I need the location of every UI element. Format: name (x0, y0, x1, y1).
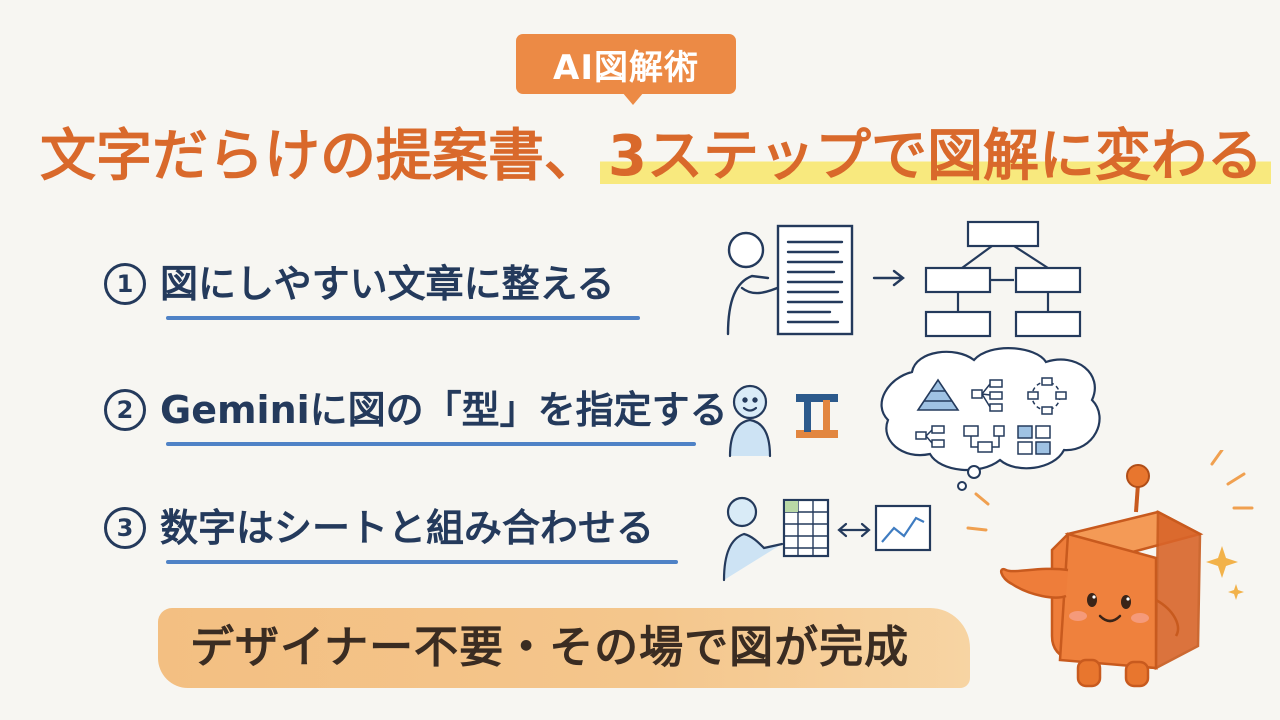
step-2-label: 2 Geminiに図の「型」を指定する (104, 382, 728, 438)
step-3-label: 3 数字はシートと組み合わせる (104, 500, 654, 556)
bidirectional-arrow-icon (837, 522, 871, 538)
category-tag-pointer (622, 92, 644, 105)
line-chart-icon (874, 504, 932, 552)
step-1: 1 図にしやすい文章に整える (104, 256, 704, 320)
person-spreadsheet-icon (722, 496, 830, 582)
step-2-underline (166, 442, 696, 446)
arrow-right-icon (872, 269, 905, 287)
step-2-illustration (728, 347, 1101, 491)
step-3-illustration (722, 496, 932, 582)
person-idea-icon (728, 384, 772, 458)
step-1-label: 1 図にしやすい文章に整える (104, 256, 614, 312)
step-3-underline (166, 560, 678, 564)
orange-cube-robot-mascot-icon (966, 450, 1254, 688)
bottom-banner (158, 608, 970, 688)
flowchart-icon (924, 220, 1082, 338)
page-title: 文字だらけの提案書、3ステップで図解に変わる (40, 112, 1271, 202)
gemini-logo-icon (796, 394, 838, 438)
step-2: 2 Geminiに図の「型」を指定する (104, 382, 728, 446)
title-part-1: 文字だらけの提案書、 (40, 124, 600, 189)
bottom-banner-text: デザイナー不要・その場で図が完成 (190, 622, 910, 673)
person-holding-document-icon (726, 224, 854, 336)
diagram-types-thought-bubble-icon (880, 347, 1101, 491)
title-part-2-highlighted: 3ステップで図解に変わる (600, 124, 1271, 189)
step-1-underline (166, 316, 640, 320)
category-tag: AI図解術 (516, 34, 736, 94)
step-3: 3 数字はシートと組み合わせる (104, 500, 704, 564)
step-2-text: Geminiに図の「型」を指定する (160, 388, 728, 432)
step-1-illustration (726, 220, 1082, 338)
step-1-text: 図にしやすい文章に整える (160, 262, 615, 306)
step-3-number: 3 (104, 506, 146, 549)
step-3-text: 数字はシートと組み合わせる (160, 506, 655, 550)
step-1-number: 1 (104, 262, 146, 305)
step-2-number: 2 (104, 388, 146, 431)
